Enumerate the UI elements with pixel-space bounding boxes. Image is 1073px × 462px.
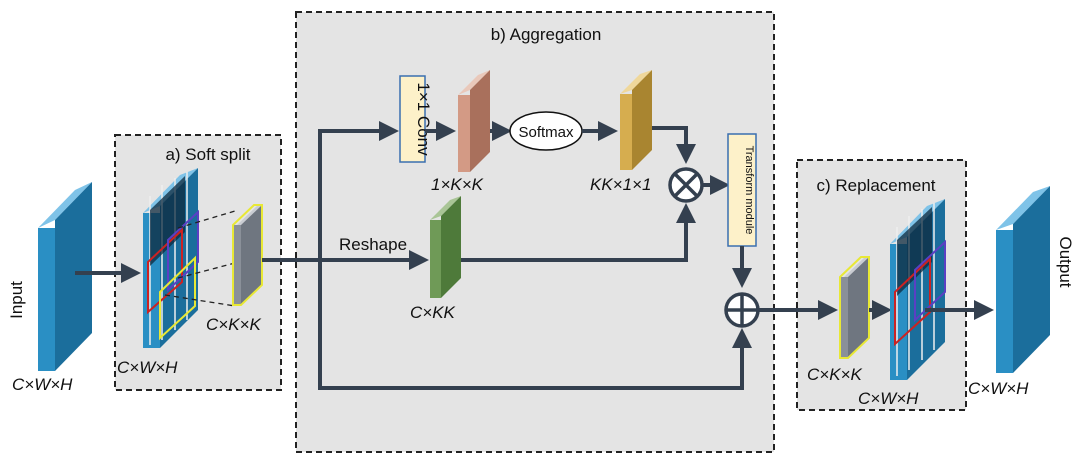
conv-output-label: 1×K×K bbox=[431, 175, 484, 194]
aggregation-title: b) Aggregation bbox=[491, 25, 602, 44]
replacement-patch-label: C×K×K bbox=[807, 365, 862, 384]
conv-output-block bbox=[458, 70, 490, 172]
softmax-output-label: KK×1×1 bbox=[590, 175, 651, 194]
projection-line-3 bbox=[164, 294, 236, 307]
patch-dims-label: C×K×K bbox=[206, 315, 261, 334]
input-tensor bbox=[38, 182, 92, 371]
conv-label: 1×1 Conv bbox=[414, 82, 433, 156]
reshape-output-label: C×KK bbox=[410, 303, 456, 322]
projection-line-2 bbox=[177, 262, 236, 279]
arrow-reshape-to-multiply bbox=[461, 203, 696, 262]
split-tensor bbox=[143, 168, 199, 348]
transform-module-label: Transform module bbox=[743, 146, 755, 235]
replacement-tensor bbox=[890, 199, 946, 380]
aggregation-panel bbox=[295, 11, 775, 453]
replacement-title: c) Replacement bbox=[816, 176, 935, 195]
output-tensor bbox=[996, 186, 1050, 373]
softmax-output-block bbox=[620, 70, 652, 170]
split-dims-label: C×W×H bbox=[117, 358, 178, 377]
conv-box bbox=[399, 75, 426, 163]
transform-module-box bbox=[727, 133, 757, 247]
reshape-output-block bbox=[430, 196, 461, 298]
circled-times-icon bbox=[668, 167, 704, 203]
replacement-dims-label: C×W×H bbox=[858, 389, 919, 408]
soft-split-title: a) Soft split bbox=[165, 145, 250, 164]
circled-plus-icon bbox=[724, 292, 760, 328]
reshape-label: Reshape bbox=[339, 235, 407, 254]
projection-line-1 bbox=[177, 210, 236, 229]
input-dims-label: C×W×H bbox=[12, 375, 73, 394]
skip-connection bbox=[318, 328, 752, 390]
split-patch bbox=[232, 204, 263, 306]
replacement-patch bbox=[839, 256, 870, 359]
softmax-label: Softmax bbox=[518, 124, 574, 141]
arrow-softmax-to-multiply bbox=[652, 126, 696, 164]
output-label: Output bbox=[1056, 236, 1073, 287]
output-dims-label: C×W×H bbox=[968, 379, 1029, 398]
input-label: Input bbox=[7, 281, 26, 319]
